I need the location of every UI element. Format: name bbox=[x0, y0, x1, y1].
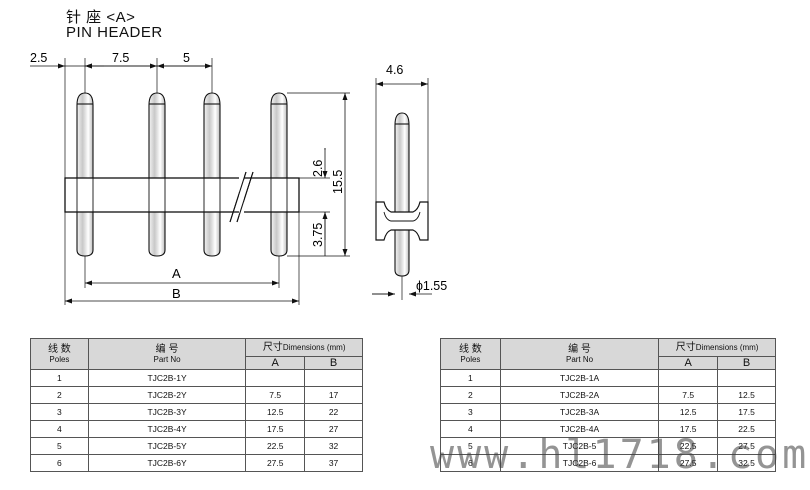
pin-4 bbox=[270, 92, 288, 257]
pin-1 bbox=[76, 92, 94, 257]
part-table-y-series: 线 数 Poles 编 号 Part No 尺寸Dimensions (mm) … bbox=[30, 338, 363, 472]
part-table-a-series: 线 数 Poles 编 号 Part No 尺寸Dimensions (mm) … bbox=[440, 338, 776, 472]
title-chinese: 针 座 <A> bbox=[66, 9, 136, 26]
dim-pin-diameter-label: ɸ1.55 bbox=[416, 279, 447, 293]
dim-depth-label: 4.6 bbox=[386, 63, 403, 77]
header-poles: 线 数 Poles bbox=[30, 338, 89, 370]
dim-upper-pin-label: 2.6 bbox=[311, 160, 325, 177]
pin-2 bbox=[148, 92, 166, 257]
header-poles: 线 数 Poles bbox=[440, 338, 501, 370]
front-view bbox=[30, 58, 350, 305]
header-dimensions: 尺寸Dimensions (mm) bbox=[658, 338, 776, 357]
dim-pitch-first-label: 2.5 bbox=[30, 51, 47, 65]
header-dimensions: 尺寸Dimensions (mm) bbox=[245, 338, 363, 357]
header-a: A bbox=[245, 356, 306, 370]
dim-a-label: A bbox=[172, 266, 181, 281]
dim-b-label: B bbox=[172, 286, 181, 301]
watermark: www.hl1718.com bbox=[430, 432, 810, 478]
pin-header-drawing: 2.5 7.5 5 2.6 15.5 3.75 A B 4.6 ɸ1.55 bbox=[30, 51, 447, 305]
pin-3 bbox=[203, 92, 221, 257]
header-part-no: 编 号 Part No bbox=[499, 338, 660, 370]
dim-pitch-a-label: 7.5 bbox=[112, 51, 129, 65]
dim-total-height-label: 15.5 bbox=[331, 170, 345, 194]
header-b: B bbox=[304, 356, 363, 370]
side-view bbox=[372, 78, 432, 300]
dim-pitch-b-label: 5 bbox=[183, 51, 190, 65]
dim-lower-pin-label: 3.75 bbox=[311, 223, 325, 247]
header-part-no: 编 号 Part No bbox=[87, 338, 247, 370]
header-b: B bbox=[717, 356, 776, 370]
housing-body bbox=[64, 177, 300, 213]
title-english: PIN HEADER bbox=[66, 24, 163, 41]
header-a: A bbox=[658, 356, 719, 370]
